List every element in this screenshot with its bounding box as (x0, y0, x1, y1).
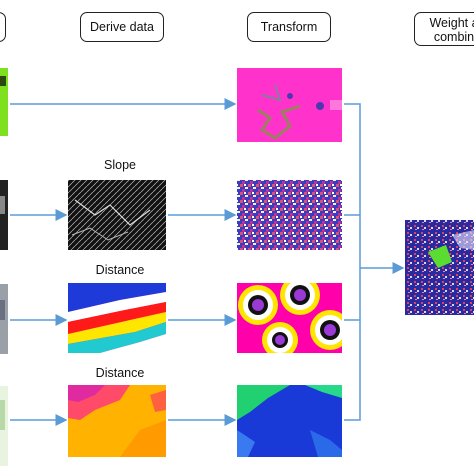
label-distance-1: Distance (95, 263, 145, 277)
stage-label-derive-data: Derive data (90, 20, 154, 34)
stage-label-weight-line2: combin (433, 30, 474, 44)
transformed-image-row-1 (237, 68, 342, 142)
stage-label-weight-line1: Weight a (429, 16, 474, 30)
label-distance-2: Distance (95, 366, 145, 380)
stage-box-transform: Transform (247, 12, 331, 42)
derived-image-distance-1 (68, 283, 166, 353)
transformed-image-row-3 (237, 283, 342, 353)
input-image-row-2 (0, 180, 8, 250)
stage-label-transform: Transform (260, 20, 318, 34)
input-image-row-3 (0, 284, 8, 354)
label-slope: Slope (104, 158, 136, 172)
derived-image-slope (68, 180, 166, 250)
stage-box-derive-data: Derive data (80, 12, 164, 42)
transformed-image-row-4 (237, 385, 342, 457)
combined-output-image (405, 220, 474, 315)
input-image-row-1 (0, 68, 8, 136)
combine-connector (344, 103, 361, 421)
stage-box-weight-combine: Weight a combin (414, 12, 474, 46)
derived-image-distance-2 (68, 385, 166, 457)
transformed-image-row-2 (237, 180, 342, 250)
input-image-row-4 (0, 386, 8, 466)
